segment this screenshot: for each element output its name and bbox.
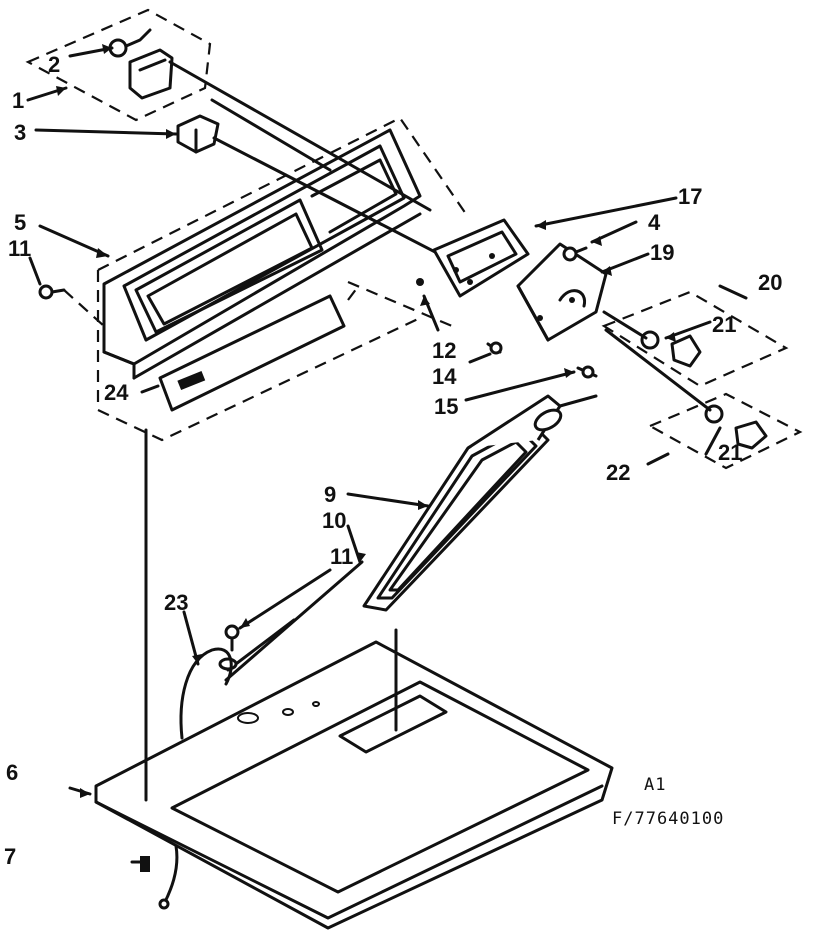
callout-labels: 2 1 3 5 11 17 4 19 20 21 12 14 15 24 21 …	[4, 52, 782, 869]
callout-5: 5	[14, 210, 26, 235]
control-block-19	[516, 242, 608, 342]
screw-4	[562, 246, 588, 262]
trim-panel-24	[158, 283, 361, 412]
wire-23	[179, 647, 233, 740]
callout-22: 22	[606, 460, 630, 485]
callout-24: 24	[104, 380, 129, 405]
callout-20: 20	[758, 270, 782, 295]
switch-assembly-group	[25, 8, 212, 122]
callout-4: 4	[648, 210, 661, 235]
callout-11b: 11	[330, 544, 353, 569]
callout-11a: 11	[8, 236, 31, 261]
callout-7: 7	[4, 844, 16, 869]
callout-2: 2	[48, 52, 60, 77]
hinge-rod-10	[218, 560, 364, 682]
callout-14: 14	[432, 364, 457, 389]
diagram-code: A1 F/77640100	[612, 775, 724, 829]
screw-7	[130, 844, 179, 910]
diagram-code-line1: A1	[644, 775, 666, 795]
callout-1: 1	[12, 88, 24, 113]
callout-19: 19	[650, 240, 674, 265]
knob-group-22	[604, 328, 803, 470]
connector-part-3	[176, 114, 220, 154]
callout-12: 12	[432, 338, 456, 363]
callout-23: 23	[164, 590, 188, 615]
callout-9: 9	[324, 482, 336, 507]
callout-21b: 21	[718, 440, 742, 465]
knob-group-20	[601, 290, 789, 388]
leader-lines	[26, 44, 748, 798]
top-panel-6	[94, 428, 614, 930]
diagram-code-line2: F/77640100	[612, 809, 724, 829]
callout-21a: 21	[712, 312, 736, 337]
callout-15: 15	[434, 394, 458, 419]
callout-10: 10	[322, 508, 346, 533]
bracket-17	[432, 218, 530, 298]
screw-12-14-15	[347, 278, 598, 379]
door-panel-9	[362, 394, 598, 612]
callout-17: 17	[678, 184, 702, 209]
callout-3: 3	[14, 120, 26, 145]
console-backsplash	[96, 60, 472, 442]
callout-6: 6	[6, 760, 18, 785]
